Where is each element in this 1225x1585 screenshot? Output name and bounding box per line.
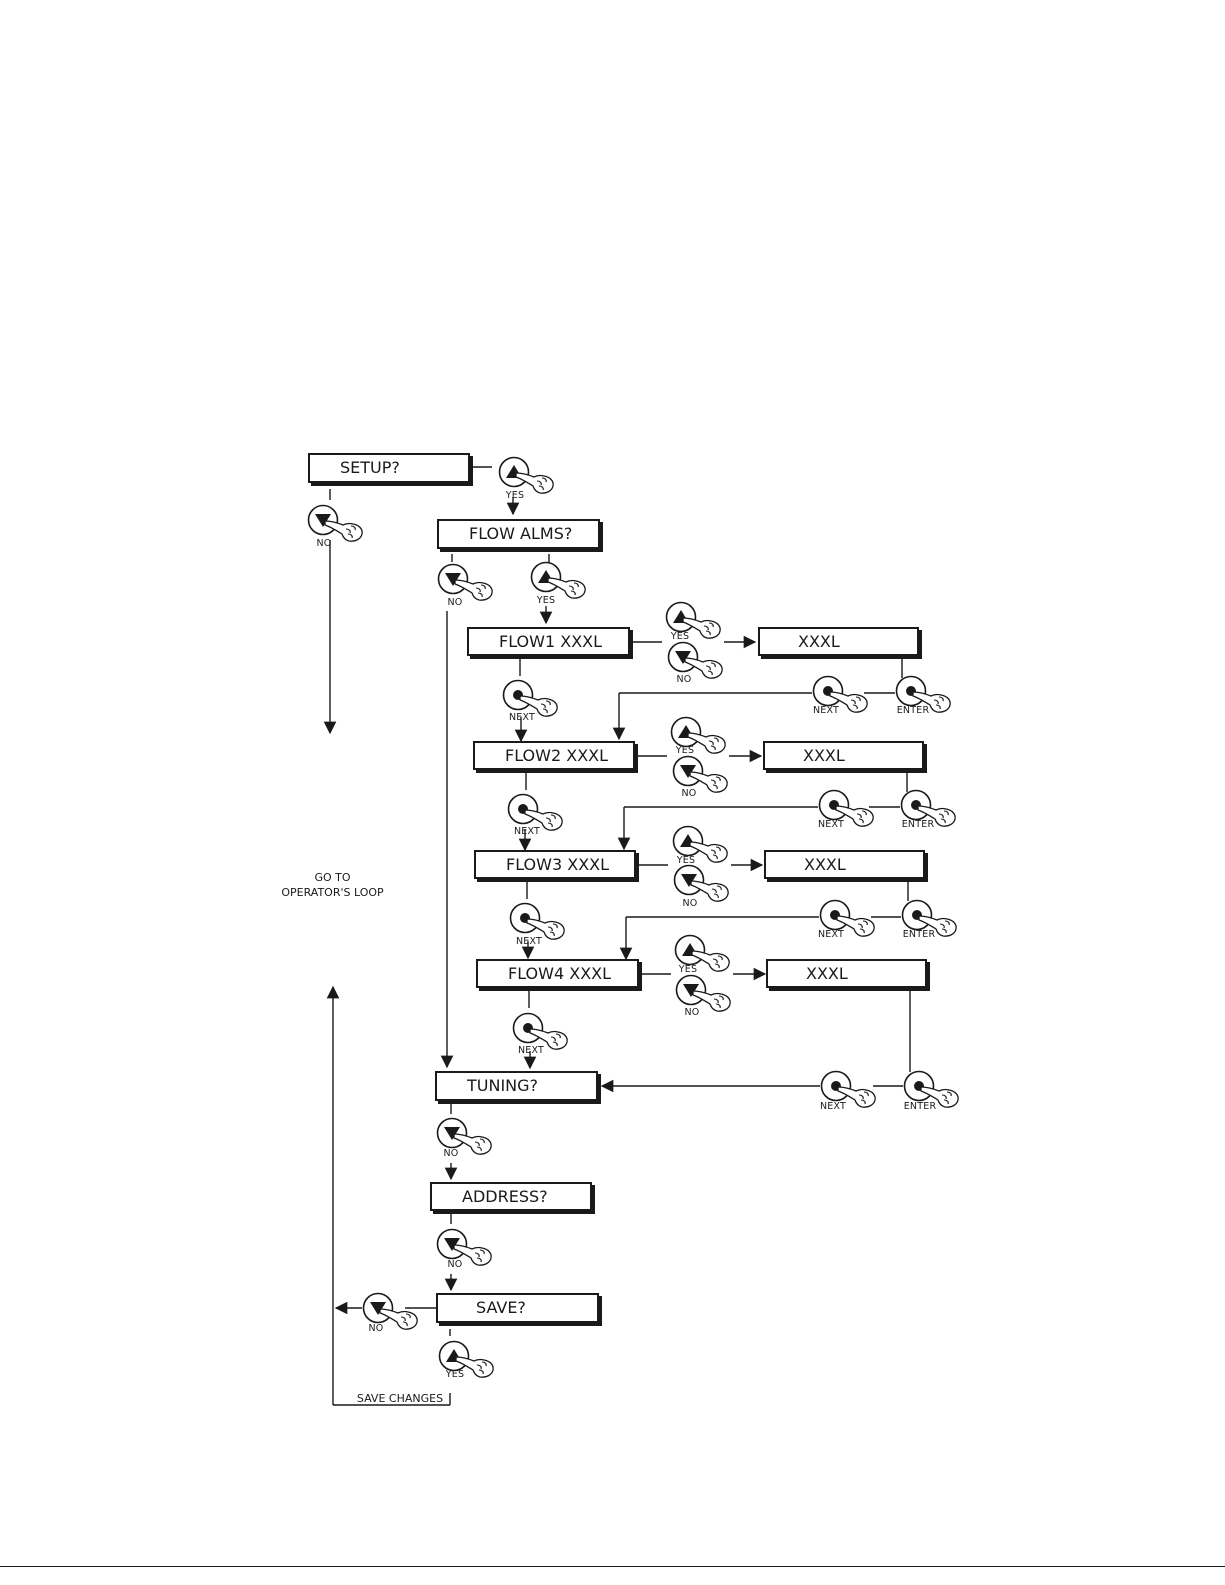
down-arrow-button-icon[interactable] [672,755,704,787]
next-label: NEXT [492,712,552,723]
save-text: SAVE? [476,1300,526,1316]
enter-label: ENTER [889,929,949,940]
value3-text: XXXL [804,857,846,873]
flow3-text: FLOW3 XXXL [506,857,609,873]
next-button-icon[interactable] [812,675,844,707]
no-label: NO [421,1148,481,1159]
next-label: NEXT [497,826,557,837]
flow4-text: FLOW4 XXXL [508,966,611,982]
next-label: NEXT [796,705,856,716]
next-button-icon[interactable] [502,679,534,711]
enter-label: ENTER [888,819,948,830]
next-button-icon[interactable] [509,902,541,934]
enter-label: ENTER [890,1101,950,1112]
value1-text: XXXL [798,634,840,650]
no-label: NO [425,597,485,608]
flow2-display: FLOW2 XXXL [473,741,635,770]
flow4-display: FLOW4 XXXL [476,959,639,988]
enter-button-icon[interactable] [901,899,933,931]
up-arrow-button-icon[interactable] [674,934,706,966]
no-label: NO [654,674,714,685]
up-arrow-button-icon[interactable] [670,716,702,748]
value4-display: XXXL [766,959,927,988]
down-arrow-button-icon[interactable] [437,563,469,595]
enter-label: ENTER [883,705,943,716]
next-button-icon[interactable] [818,789,850,821]
down-arrow-button-icon[interactable] [307,504,339,536]
up-arrow-button-icon[interactable] [530,561,562,593]
down-arrow-button-icon[interactable] [362,1292,394,1324]
operator-loop-note: GO TO OPERATOR'S LOOP [265,871,400,901]
down-arrow-button-icon[interactable] [673,864,705,896]
next-button-icon[interactable] [512,1012,544,1044]
no-label: NO [659,788,719,799]
next-button-icon[interactable] [507,793,539,825]
yes-label: YES [425,1369,485,1380]
no-label: NO [294,538,354,549]
no-label: NO [662,1007,722,1018]
flow1-text: FLOW1 XXXL [499,634,602,650]
flow1-display: FLOW1 XXXL [467,627,630,656]
down-arrow-button-icon[interactable] [667,641,699,673]
save-changes-note: SAVE CHANGES [345,1392,455,1407]
flow3-display: FLOW3 XXXL [474,850,636,879]
up-arrow-button-icon[interactable] [498,456,530,488]
value3-display: XXXL [764,850,925,879]
up-arrow-button-icon[interactable] [438,1340,470,1372]
flow-alms-display: FLOW ALMS? [437,519,600,549]
setup-display: SETUP? [308,453,470,483]
page-bottom-rule [0,1566,1225,1567]
next-label: NEXT [499,936,559,947]
value1-display: XXXL [758,627,919,656]
yes-label: YES [516,595,576,606]
enter-button-icon[interactable] [895,675,927,707]
setup-text: SETUP? [340,460,400,476]
yes-label: YES [655,745,715,756]
next-label: NEXT [801,929,861,940]
save-display: SAVE? [436,1293,599,1323]
address-display: ADDRESS? [430,1182,592,1211]
down-arrow-button-icon[interactable] [675,974,707,1006]
enter-button-icon[interactable] [900,789,932,821]
tuning-display: TUNING? [435,1071,598,1101]
next-button-icon[interactable] [820,1070,852,1102]
flow-alms-text: FLOW ALMS? [469,526,572,542]
down-arrow-button-icon[interactable] [436,1228,468,1260]
enter-button-icon[interactable] [903,1070,935,1102]
next-label: NEXT [501,1045,561,1056]
next-label: NEXT [803,1101,863,1112]
flow2-text: FLOW2 XXXL [505,748,608,764]
operator-loop-line2: OPERATOR'S LOOP [265,886,400,901]
next-button-icon[interactable] [819,899,851,931]
address-text: ADDRESS? [462,1189,548,1205]
yes-label: YES [658,964,718,975]
operator-loop-line1: GO TO [265,871,400,886]
value4-text: XXXL [806,966,848,982]
value2-display: XXXL [763,741,924,770]
up-arrow-button-icon[interactable] [672,825,704,857]
yes-label: YES [485,490,545,501]
no-label: NO [660,898,720,909]
yes-label: YES [650,631,710,642]
value2-text: XXXL [803,748,845,764]
next-label: NEXT [801,819,861,830]
down-arrow-button-icon[interactable] [436,1117,468,1149]
yes-label: YES [656,855,716,866]
no-label: NO [346,1323,406,1334]
up-arrow-button-icon[interactable] [665,601,697,633]
tuning-text: TUNING? [467,1078,538,1094]
no-label: NO [425,1259,485,1270]
